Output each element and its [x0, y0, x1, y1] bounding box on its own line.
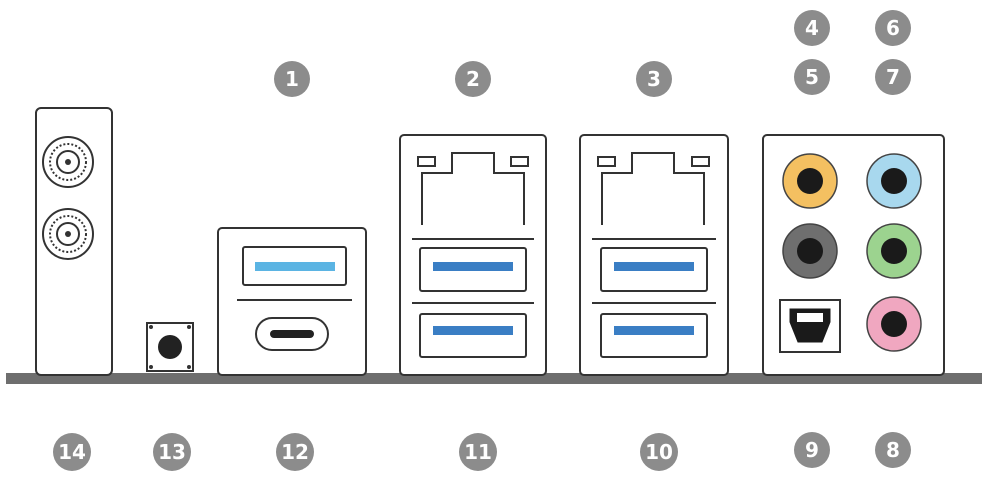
optical-spdif-port-icon: [779, 299, 841, 353]
usb-a-port-icon: [242, 246, 347, 286]
svg-text:4: 4: [805, 16, 819, 40]
callout-7: 7: [875, 59, 911, 95]
callout-5: 5: [794, 59, 830, 95]
antenna-module: [35, 107, 113, 376]
antenna-connector-icon: [42, 136, 94, 188]
callout-2: 2: [455, 61, 491, 97]
audio-module: [762, 134, 945, 376]
callout-3: 3: [636, 61, 672, 97]
usb-a-port-icon: [419, 313, 527, 358]
rj45-port-icon: [417, 152, 529, 225]
callout-4: 4: [794, 10, 830, 46]
usb-module: [217, 227, 367, 376]
callout-10: 10: [640, 433, 678, 471]
callout-13: 13: [153, 433, 191, 471]
svg-text:13: 13: [158, 440, 186, 464]
audio-jack-icon: [866, 223, 922, 279]
svg-text:1: 1: [285, 67, 299, 91]
audio-jack-icon: [866, 153, 922, 209]
svg-text:10: 10: [645, 440, 673, 464]
svg-text:3: 3: [647, 67, 661, 91]
usb-a-port-icon: [600, 247, 708, 292]
callout-11: 11: [459, 433, 497, 471]
svg-text:11: 11: [464, 440, 492, 464]
callout-6: 6: [875, 10, 911, 46]
audio-jack-icon: [866, 296, 922, 352]
usb-a-port-icon: [600, 313, 708, 358]
svg-text:12: 12: [281, 440, 309, 464]
callout-markers: 1 2 3 4 5 6 7 8 9 10 11: [53, 10, 911, 471]
callout-12: 12: [276, 433, 314, 471]
antenna-connector-icon: [42, 208, 94, 260]
push-button-icon: [146, 322, 194, 372]
usb-a-port-icon: [419, 247, 527, 292]
audio-jack-icon: [782, 153, 838, 209]
callout-14: 14: [53, 433, 91, 471]
svg-text:8: 8: [886, 438, 900, 462]
svg-text:9: 9: [805, 438, 819, 462]
svg-text:2: 2: [466, 67, 480, 91]
io-shield-baseline: [6, 373, 982, 384]
callout-8: 8: [875, 432, 911, 468]
svg-text:7: 7: [886, 65, 900, 89]
lan-usb-module-2: [579, 134, 729, 376]
svg-text:6: 6: [886, 16, 900, 40]
svg-text:14: 14: [58, 440, 86, 464]
lan-usb-module-1: [399, 134, 547, 376]
svg-text:5: 5: [805, 65, 819, 89]
callout-9: 9: [794, 432, 830, 468]
callout-1: 1: [274, 61, 310, 97]
usb-c-port-icon: [255, 317, 329, 351]
rj45-port-icon: [597, 152, 710, 225]
audio-jack-icon: [782, 223, 838, 279]
